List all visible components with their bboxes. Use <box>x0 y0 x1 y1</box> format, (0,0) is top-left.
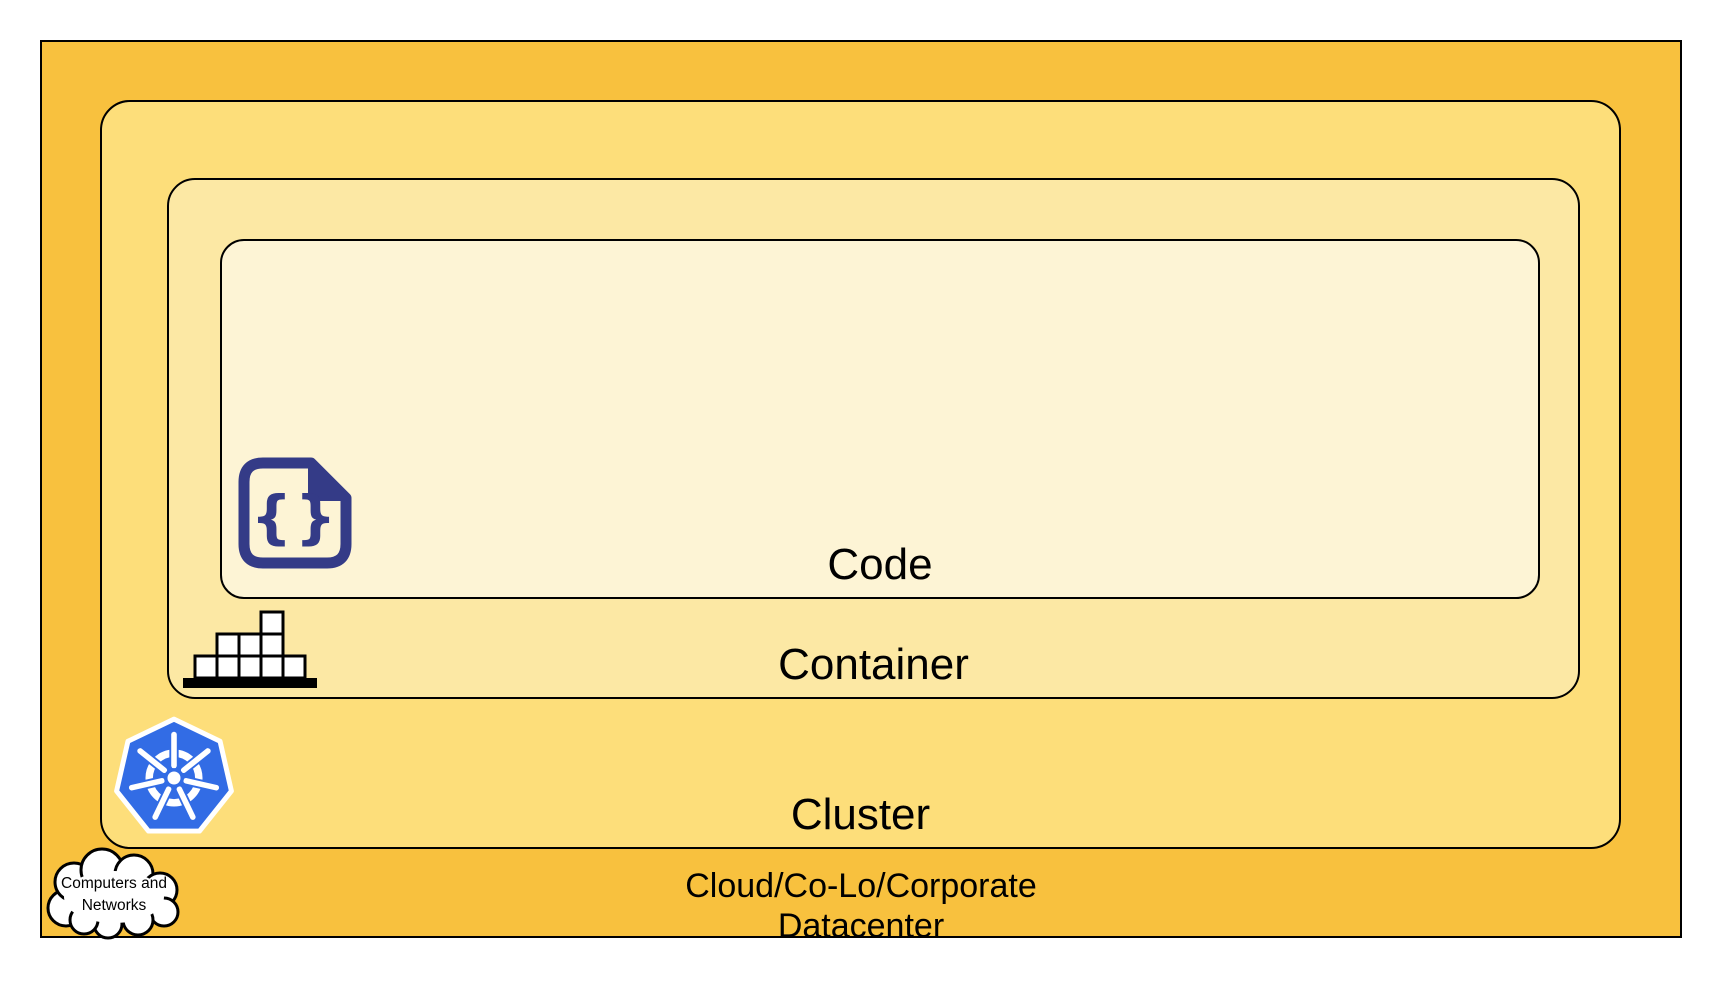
datacenter-label-line1: Cloud/Co-Lo/Corporate <box>685 867 1037 905</box>
datacenter-label: Cloud/Co-Lo/Corporate Datacenter <box>42 866 1680 946</box>
braces-glyph: {} <box>251 483 340 551</box>
cloud-label-line1: Computers and <box>61 875 167 892</box>
container-label: Container <box>778 640 969 689</box>
layer-code: {} Code <box>220 239 1540 599</box>
cloud-body <box>64 871 164 923</box>
layer-datacenter: {} Code <box>40 40 1682 945</box>
kubernetes-icon <box>114 716 234 834</box>
cloud-icon: Computers and Networks <box>46 847 180 940</box>
folded-corner <box>308 460 349 501</box>
layer-container: {} Code <box>167 178 1580 699</box>
code-file-icon: {} <box>238 457 352 569</box>
container-boxes <box>193 610 307 680</box>
cluster-label: Cluster <box>790 790 931 839</box>
container-blocks-icon <box>183 610 317 688</box>
helm-spokes <box>128 731 220 820</box>
datacenter-label-line2: Datacenter <box>777 907 945 945</box>
code-label: Code <box>827 540 933 589</box>
document-outline <box>238 457 352 569</box>
container-platform <box>183 678 317 688</box>
helm-hub <box>167 771 181 785</box>
layer-cluster: {} Code <box>100 100 1621 849</box>
cloud-label-line2: Networks <box>82 897 147 914</box>
